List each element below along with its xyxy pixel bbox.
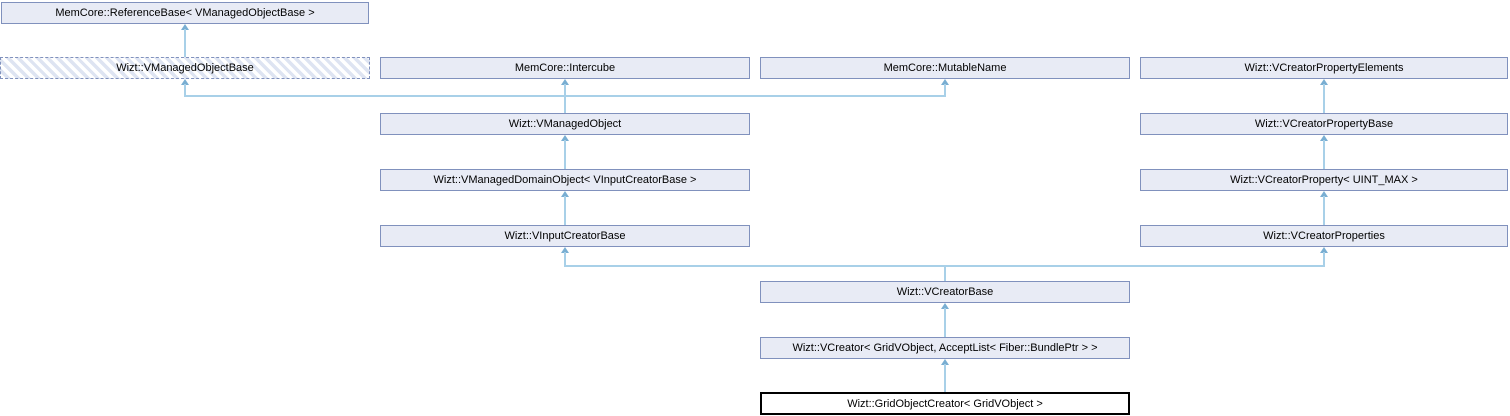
class-node-memcore-mutablename[interactable]: MemCore::MutableName bbox=[760, 57, 1130, 79]
arrowhead-to-vmanagedobjectbase bbox=[181, 79, 189, 85]
edge-distributor-vmanagedobject bbox=[184, 95, 946, 97]
class-node-wizt-gridobjectcreator-focus: Wizt::GridObjectCreator< GridVObject > bbox=[760, 392, 1130, 415]
edge-gridobjectcreator-vcreator bbox=[944, 364, 946, 392]
edge-vinputcreatorbase-vmanageddomainobject bbox=[564, 196, 566, 225]
arrowhead-to-vcreator bbox=[941, 359, 949, 365]
edge-vmanagedobjectbase-referencebase bbox=[184, 29, 186, 57]
edge-trunk-vcreatorbase bbox=[944, 265, 946, 281]
arrowhead-to-vinputcreatorbase bbox=[561, 247, 569, 253]
arrowhead-to-vmanageddomainobject bbox=[561, 191, 569, 197]
arrowhead-to-intercube bbox=[561, 79, 569, 85]
class-node-wizt-vcreatorproperty[interactable]: Wizt::VCreatorProperty< UINT_MAX > bbox=[1140, 169, 1508, 191]
arrowhead-to-vcreatorpropertybase bbox=[1320, 135, 1328, 141]
arrowhead-to-mutablename bbox=[941, 79, 949, 85]
arrowhead-to-vcreatorpropertyelements bbox=[1320, 79, 1328, 85]
arrowhead-to-vcreatorproperties bbox=[1320, 247, 1328, 253]
edge-stub-left-vmanagedobjectbase bbox=[184, 84, 186, 96]
class-node-wizt-vcreator[interactable]: Wizt::VCreator< GridVObject, AcceptList<… bbox=[760, 337, 1130, 359]
edge-vmanageddomainobject-vmanagedobject bbox=[564, 140, 566, 169]
edge-vcreator-vcreatorbase bbox=[944, 308, 946, 337]
arrowhead-to-referencebase bbox=[181, 24, 189, 30]
edge-vcreatorproperties-vcreatorproperty bbox=[1323, 196, 1325, 225]
class-node-memcore-referencebase[interactable]: MemCore::ReferenceBase< VManagedObjectBa… bbox=[1, 2, 369, 24]
class-node-wizt-vcreatorpropertybase[interactable]: Wizt::VCreatorPropertyBase bbox=[1140, 113, 1508, 135]
arrowhead-to-vcreatorbase bbox=[941, 303, 949, 309]
class-node-wizt-vinputcreatorbase[interactable]: Wizt::VInputCreatorBase bbox=[380, 225, 750, 247]
edge-vmanagedobject-intercube bbox=[564, 84, 566, 113]
edge-vcreatorproperty-vcreatorpropertybase bbox=[1323, 140, 1325, 169]
class-node-memcore-intercube[interactable]: MemCore::Intercube bbox=[380, 57, 750, 79]
class-node-wizt-vmanagedobject[interactable]: Wizt::VManagedObject bbox=[380, 113, 750, 135]
edge-stub-right-mutablename bbox=[944, 84, 946, 96]
arrowhead-to-vcreatorproperty bbox=[1320, 191, 1328, 197]
class-node-wizt-vmanagedobjectbase: Wizt::VManagedObjectBase bbox=[0, 57, 370, 79]
class-node-wizt-vcreatorproperties[interactable]: Wizt::VCreatorProperties bbox=[1140, 225, 1508, 247]
edge-stub-right-vcreatorproperties bbox=[1323, 252, 1325, 266]
class-node-wizt-vcreatorpropertyelements[interactable]: Wizt::VCreatorPropertyElements bbox=[1140, 57, 1508, 79]
arrowhead-to-vmanagedobject bbox=[561, 135, 569, 141]
class-node-wizt-vcreatorbase[interactable]: Wizt::VCreatorBase bbox=[760, 281, 1130, 303]
edge-vcreatorpropertybase-vcreatorpropertyelements bbox=[1323, 84, 1325, 113]
edge-stub-left-vinputcreatorbase bbox=[564, 252, 566, 266]
class-node-wizt-vmanageddomainobject[interactable]: Wizt::VManagedDomainObject< VInputCreato… bbox=[380, 169, 750, 191]
